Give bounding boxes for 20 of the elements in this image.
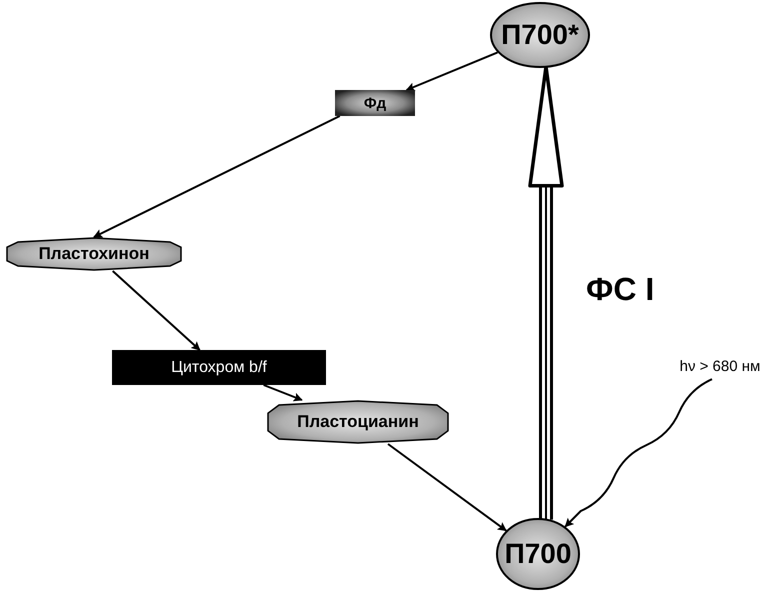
- node-label: Пластоцианин: [297, 412, 419, 432]
- wavy-arrow: [564, 378, 712, 528]
- node-label: Пластохинон: [38, 244, 150, 264]
- node-label: Фд: [364, 94, 386, 112]
- p700-ellipse: [496, 518, 580, 590]
- annotation-text: hν > 680 нм: [680, 358, 760, 374]
- arrow: [93, 115, 340, 238]
- hollow-arrow: [528, 65, 564, 520]
- node-label: П700: [504, 538, 572, 570]
- ferredoxin-box: [335, 90, 415, 116]
- plastoquinone-hexagon: [6, 237, 182, 271]
- node-label: П700*: [501, 19, 579, 51]
- arrow: [387, 443, 507, 532]
- arrow: [406, 52, 498, 92]
- arrow: [263, 384, 303, 402]
- excited-p700-ellipse: [490, 2, 590, 68]
- cytochrome-box: [112, 350, 326, 385]
- arrow: [112, 270, 200, 351]
- node-label: Цитохром b/f: [171, 358, 267, 376]
- plastocyanin-hexagon: [267, 400, 449, 444]
